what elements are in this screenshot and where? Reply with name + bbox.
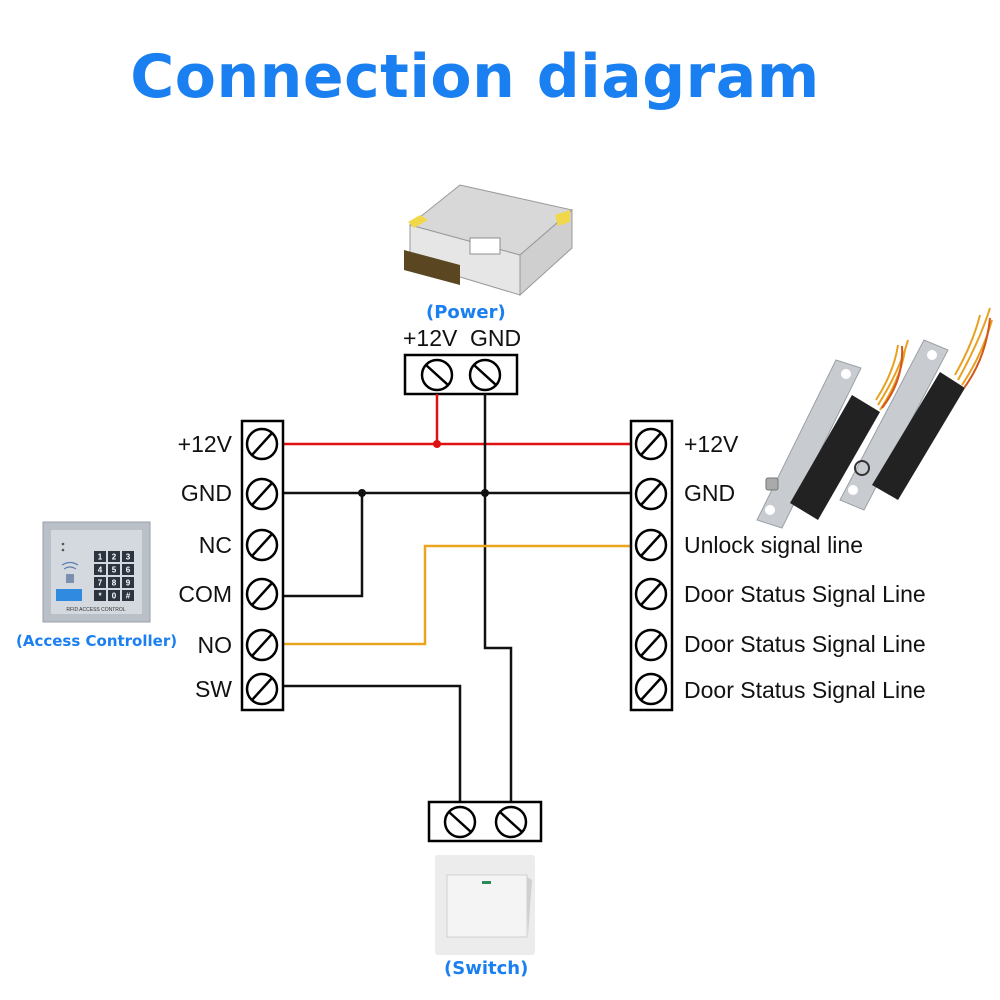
switch-image xyxy=(435,855,535,955)
controller-terminal-label-sw: SW xyxy=(194,676,232,702)
keypad-key xyxy=(94,577,106,588)
switch-screw-1 xyxy=(443,805,477,839)
keypad-key-label: 8 xyxy=(112,579,117,588)
keypad-key-label: 0 xyxy=(112,592,117,601)
lock-terminal-label-door-status-3: Door Status Signal Line xyxy=(684,677,926,703)
keypad-key-label: 5 xyxy=(112,566,117,575)
junction-dot-gnd xyxy=(481,489,489,497)
keypad-key-label: # xyxy=(126,592,131,601)
lock-terminal-label-door-status-2: Door Status Signal Line xyxy=(684,631,926,657)
controller-screw-5 xyxy=(245,628,279,662)
keypad-key-label: 4 xyxy=(98,566,103,575)
keypad-key-label: 1 xyxy=(98,553,103,562)
keypad-key-label: 9 xyxy=(126,579,131,588)
controller-screw-2 xyxy=(245,477,279,511)
keypad-key xyxy=(94,564,106,575)
switch-caption: (Switch) xyxy=(444,958,529,979)
electric-bolt-lock-image-2 xyxy=(839,307,993,511)
lock-terminal-label-12v: +12V xyxy=(684,431,739,457)
lock-screw-6 xyxy=(634,672,668,706)
lock-terminal-label-gnd: GND xyxy=(684,480,736,506)
controller-screw-4 xyxy=(245,577,279,611)
keypad-key xyxy=(94,551,106,562)
wire-ground xyxy=(283,394,631,805)
wire-switch xyxy=(283,684,462,805)
keypad-key-label: 3 xyxy=(126,553,131,562)
lock-screw-3 xyxy=(634,528,668,562)
lock-screw-1 xyxy=(634,427,668,461)
wire-unlock-signal xyxy=(283,544,631,646)
keypad-key-label: 2 xyxy=(112,553,117,562)
power-screw-12v xyxy=(420,358,454,392)
keypad-key xyxy=(122,590,134,601)
power-supply-image xyxy=(404,184,574,297)
controller-screw-6 xyxy=(245,672,279,706)
controller-terminal-label-com: COM xyxy=(178,581,232,607)
lock-terminal-block xyxy=(629,419,674,712)
lock-screw-4 xyxy=(634,577,668,611)
power-terminal-label-12v: +12V xyxy=(403,325,458,351)
controller-screw-3 xyxy=(245,528,279,562)
controller-screw-1 xyxy=(245,427,279,461)
junction-dot-12v xyxy=(433,440,441,448)
switch-screw-2 xyxy=(494,805,528,839)
controller-terminal-label-12v: +12V xyxy=(177,431,232,457)
junction-dot-gnd-com xyxy=(358,489,366,497)
device-label-text: RFID ACCESS CONTROL xyxy=(66,607,125,613)
lock-screw-2 xyxy=(634,477,668,511)
power-screw-gnd xyxy=(468,358,502,392)
controller-terminal-label-gnd: GND xyxy=(180,480,232,506)
keypad-key xyxy=(108,564,120,575)
controller-terminal-label-nc: NC xyxy=(198,532,232,558)
keypad-key xyxy=(108,551,120,562)
keypad-key-label: 6 xyxy=(126,566,131,575)
keypad-key xyxy=(122,551,134,562)
keypad-key-label: 7 xyxy=(98,579,103,588)
keypad-key-label: * xyxy=(98,592,102,601)
diagram-title: Connection diagram xyxy=(130,42,820,112)
electric-bolt-lock-image-1 xyxy=(756,339,909,529)
switch-terminal-block xyxy=(427,800,543,843)
lock-terminal-label-door-status-1: Door Status Signal Line xyxy=(684,581,926,607)
lock-terminal-label-unlock: Unlock signal line xyxy=(684,532,863,558)
power-terminal-label-gnd: GND xyxy=(470,325,522,351)
lock-screw-5 xyxy=(634,628,668,662)
power-terminal-block xyxy=(403,353,519,396)
keypad-key xyxy=(108,577,120,588)
controller-terminal-block xyxy=(240,419,285,712)
keypad-key xyxy=(108,590,120,601)
power-caption: (Power) xyxy=(426,302,506,323)
access-controller-caption: (Access Controller) xyxy=(16,632,178,650)
controller-terminal-label-no: NO xyxy=(197,632,233,658)
wire-power-12v xyxy=(283,394,631,448)
keypad-key xyxy=(94,590,106,601)
keypad-key xyxy=(122,564,134,575)
keypad-key xyxy=(122,577,134,588)
